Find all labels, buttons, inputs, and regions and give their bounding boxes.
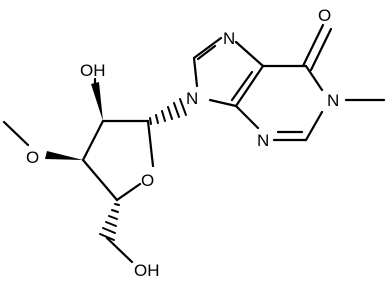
bond-n3-c4 [234, 104, 260, 130]
bond-c3prime-c4prime [81, 158, 119, 202]
atom-n3: N [257, 131, 269, 150]
bond-ome-methyl [2, 120, 30, 147]
atom-o-methoxy: O [26, 148, 39, 167]
bond-oring-c1 [146, 119, 155, 168]
atom-n7: N [223, 29, 235, 48]
atom-oh2: OH [80, 61, 106, 80]
bond-c2prime-c3prime [81, 119, 105, 162]
bond-n9-c4 [208, 98, 238, 108]
c4prime-c5prime-hashed-bond [99, 203, 120, 241]
atom-n9: N [186, 89, 198, 108]
atom-oh5: OH [134, 261, 160, 280]
bond-c5prime-o5 [105, 236, 134, 264]
bond-c6-n1 [304, 64, 324, 92]
bond-c4-c5 [234, 64, 265, 108]
bond-n1-c2 [304, 110, 324, 142]
bond-c6-o6-double [309, 27, 333, 72]
bond-n7-c8 [192, 36, 223, 60]
bond-c4prime-oring [115, 182, 142, 202]
c3prime-ome-wedge [45, 151, 83, 160]
atom-o-ring: O [141, 171, 154, 190]
bond-c5-n7 [234, 40, 265, 68]
c2prime-oh-wedge [91, 82, 103, 121]
bond-c6-o6 [301, 23, 325, 68]
bond-c5-c4-double [230, 70, 254, 102]
glycosidic-hashed-bond [149, 98, 187, 125]
bond-c8-n9 [192, 56, 199, 88]
atom-n1: N [327, 91, 339, 110]
atom-o6: O [318, 6, 331, 25]
bond-n7-c8-double [196, 44, 217, 61]
